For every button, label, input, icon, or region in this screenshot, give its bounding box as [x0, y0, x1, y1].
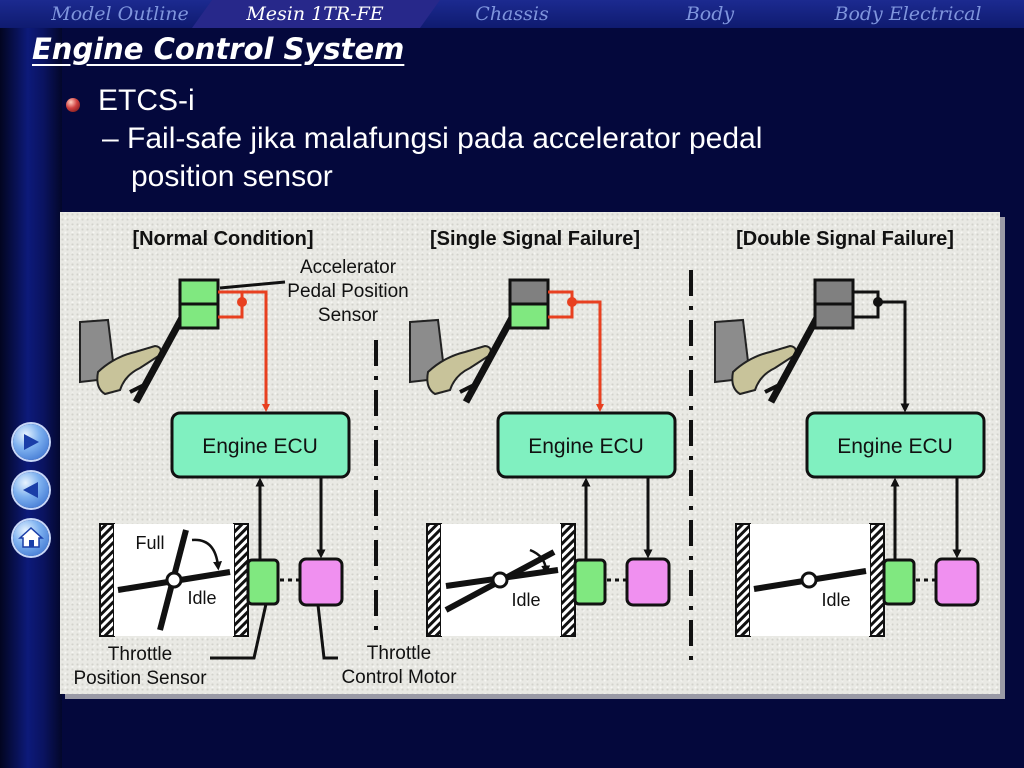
app-sensor-failed-element — [508, 278, 550, 306]
throttle-bore-wall — [560, 523, 576, 637]
next-arrow-icon — [24, 434, 39, 450]
home-button[interactable] — [13, 520, 49, 556]
normal-condition-panel: Engine ECU Full Idle — [79, 278, 351, 660]
idle-label: Idle — [511, 590, 540, 610]
accelerator-foot-icon — [79, 312, 188, 404]
throttle-position-sensor — [573, 558, 607, 606]
bullet-icon — [66, 98, 80, 112]
engine-ecu-box — [805, 411, 986, 479]
engine-ecu-label: Engine ECU — [837, 435, 953, 458]
app-sensor-label: Sensor — [318, 305, 379, 326]
app-sensor-ok-element — [508, 302, 550, 330]
normal-condition-heading: [Normal Condition] — [132, 228, 313, 250]
throttle-control-motor — [934, 557, 980, 607]
throttle-bore-wall — [869, 523, 885, 637]
app-sensor-failed-element — [813, 302, 855, 330]
engine-ecu-box — [170, 411, 351, 479]
app-sensor-failed-element — [813, 278, 855, 306]
throttle-position-sensor-label: Position Sensor — [73, 668, 207, 689]
engine-ecu-label: Engine ECU — [528, 435, 644, 458]
previous-arrow-icon — [23, 482, 38, 498]
single-signal-failure-heading: [Single Signal Failure] — [430, 228, 640, 250]
throttle-control-motor — [298, 557, 344, 607]
throttle-bore-wall — [426, 523, 442, 637]
sub-bullet-text: – Fail-safe jika malafungsi pada acceler… — [102, 122, 763, 155]
home-icon — [18, 526, 44, 548]
double-signal-failure-heading: [Double Signal Failure] — [736, 228, 954, 250]
tab-model-outline[interactable]: Model Outline — [51, 3, 189, 25]
engine-ecu-box — [496, 411, 677, 479]
next-slide-button[interactable] — [13, 424, 49, 460]
full-label: Full — [135, 533, 164, 553]
active-tab-highlight — [192, 0, 440, 28]
app-sensor-label: Accelerator — [300, 257, 397, 278]
side-band — [0, 0, 62, 768]
etcs-fail-safe-diagram: [Normal Condition] [Single Signal Failur… — [60, 212, 1000, 694]
throttle-control-motor — [625, 557, 671, 607]
tab-body-electrical[interactable]: Body Electrical — [834, 3, 982, 25]
tab-chassis[interactable]: Chassis — [475, 3, 549, 25]
bullet-text: ETCS-i — [98, 84, 195, 117]
idle-label: Idle — [187, 588, 216, 608]
idle-label: Idle — [821, 590, 850, 610]
previous-slide-button[interactable] — [13, 472, 49, 508]
throttle-bore-wall — [233, 523, 249, 637]
app-sensor-label: Pedal Position — [287, 281, 408, 302]
sub-bullet-text-continued: position sensor — [131, 160, 333, 193]
app-signal-line — [218, 290, 270, 412]
throttle-position-sensor — [246, 558, 280, 606]
throttle-control-motor-label: Throttle — [367, 643, 431, 664]
accelerator-foot-icon — [409, 312, 518, 404]
engine-ecu-label: Engine ECU — [202, 435, 318, 458]
tab-mesin-1tr-fe[interactable]: Mesin 1TR-FE — [246, 3, 384, 25]
throttle-position-sensor-label: Throttle — [108, 644, 172, 665]
throttle-position-sensor — [882, 558, 916, 606]
slide-title: Engine Control System — [32, 32, 405, 66]
accelerator-foot-icon — [714, 312, 823, 404]
throttle-control-motor-label: Control Motor — [341, 667, 457, 688]
throttle-bore-wall — [735, 523, 751, 637]
top-navigation: Model Outline Mesin 1TR-FE Chassis Body … — [0, 0, 1024, 28]
throttle-bore-wall — [99, 523, 115, 637]
single-signal-failure-panel: Engine ECU Idle — [409, 278, 677, 637]
double-signal-failure-panel: Engine ECU Idle — [714, 278, 986, 637]
tab-body[interactable]: Body — [685, 3, 735, 25]
